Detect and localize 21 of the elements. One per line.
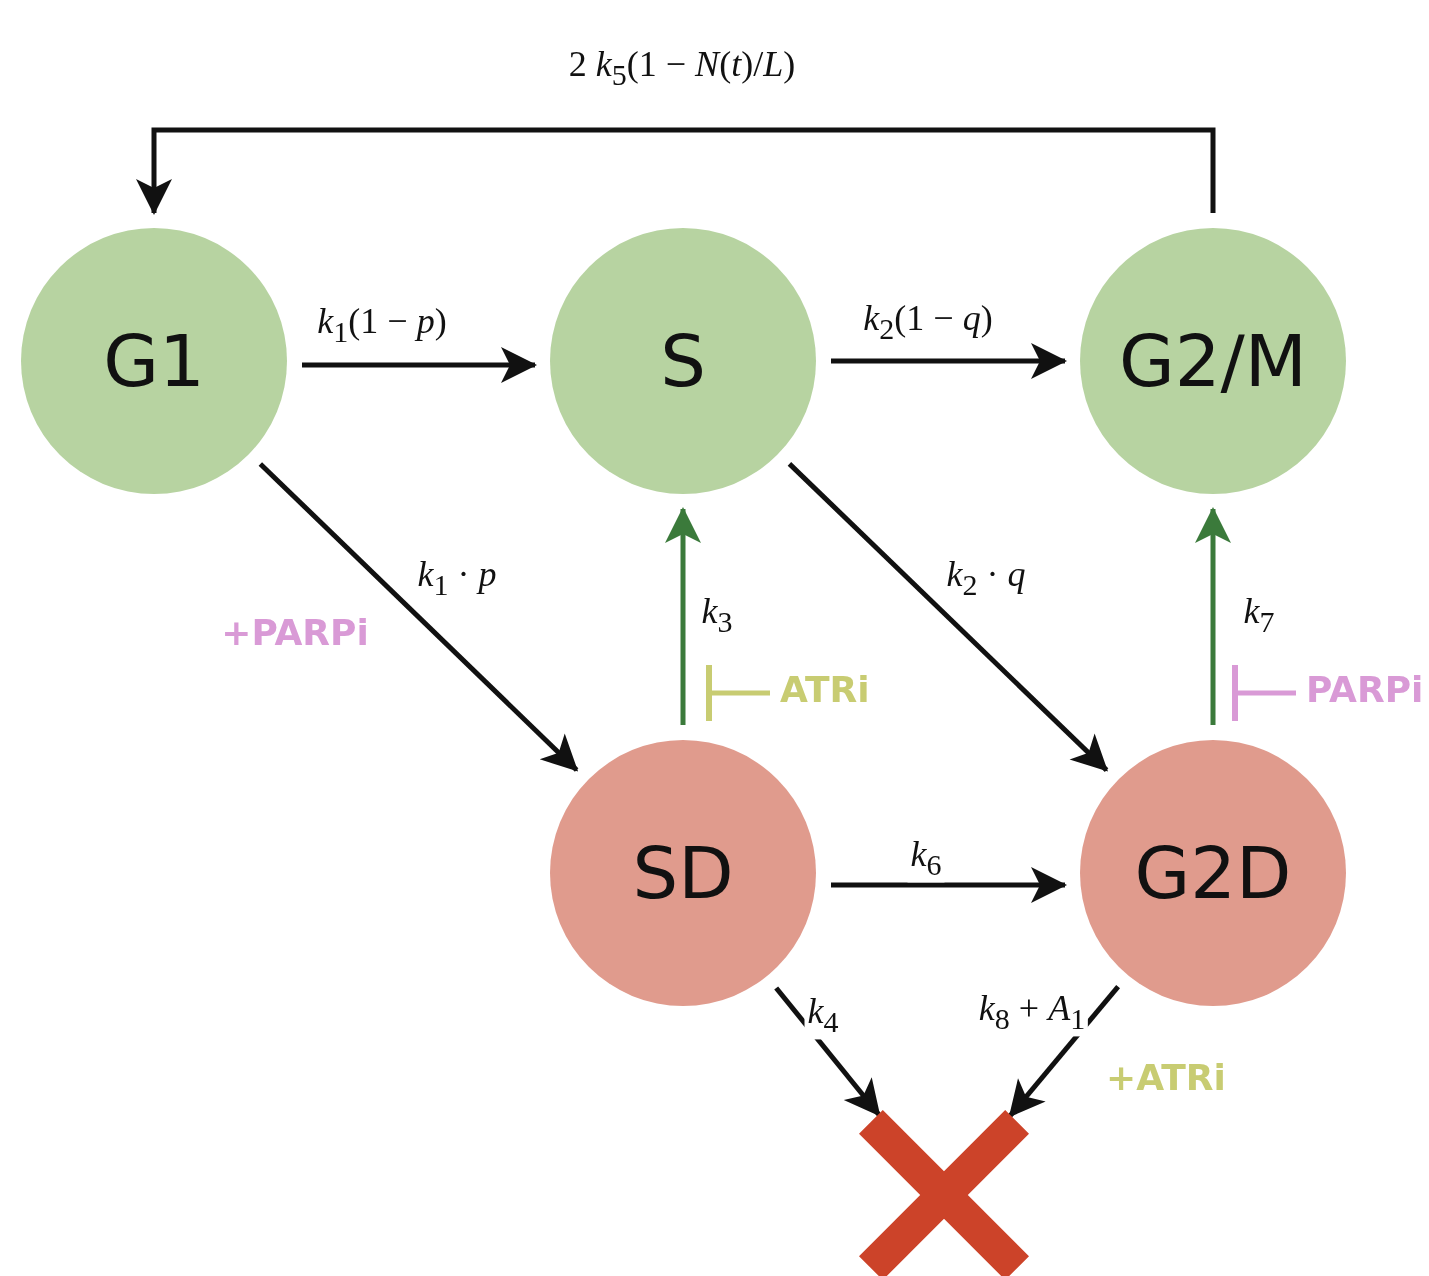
arrow	[665, 507, 701, 725]
arrow	[1195, 507, 1231, 725]
drug-label: +ATRi	[1106, 1056, 1226, 1098]
phase-label: S	[660, 319, 706, 403]
inhibition-line	[706, 665, 770, 721]
arrow	[831, 343, 1067, 379]
arrow	[302, 347, 537, 383]
phase-label: G2/M	[1119, 319, 1307, 403]
arrow	[258, 462, 579, 772]
phase-label: SD	[632, 831, 734, 915]
arrow	[787, 462, 1109, 772]
drug-label: PARPi	[1306, 670, 1424, 710]
arrow	[1008, 985, 1121, 1118]
inhibition-line	[1232, 665, 1296, 721]
drug-label: +PARPi	[221, 611, 369, 653]
phase-label: G1	[103, 319, 205, 403]
drug-label: ATRi	[780, 670, 870, 710]
phase-label: G2D	[1134, 831, 1292, 915]
arrow	[831, 867, 1067, 903]
arrow	[136, 127, 1216, 215]
arrow	[774, 986, 882, 1117]
